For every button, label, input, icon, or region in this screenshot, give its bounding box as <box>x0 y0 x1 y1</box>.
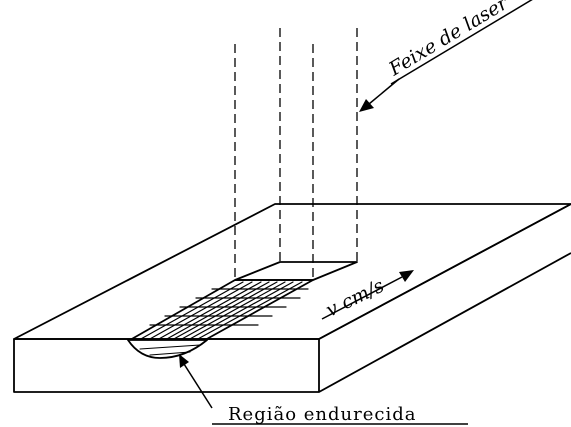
beam-spot <box>234 261 358 281</box>
laser-beam-arrow-shaft <box>368 78 400 105</box>
laser-beam <box>234 28 358 280</box>
hardened-region-leader <box>183 363 213 409</box>
velocity-arrow-shaft <box>321 276 403 320</box>
velocity-arrowhead <box>399 270 414 282</box>
hardened-region-label: Região endurecida <box>228 404 416 425</box>
hardened-region-callout: Região endurecida <box>179 354 468 425</box>
workpiece-block <box>13 203 571 393</box>
laser-beam-label: Feixe de laser <box>384 0 513 81</box>
hardened-track-hatching <box>138 281 309 341</box>
hardened-track <box>127 279 314 359</box>
laser-beam-arrowhead <box>359 99 374 112</box>
laser-beam-callout: Feixe de laser <box>359 0 533 112</box>
velocity-label: v cm/s <box>323 275 388 322</box>
hardened-region-arrowhead <box>179 354 189 368</box>
block-right-edge-bottom <box>318 252 571 393</box>
hardened-cross-section-hatching <box>139 344 201 356</box>
hardened-cross-section <box>127 339 208 359</box>
block-right-edge-top <box>318 203 571 340</box>
laser-beam-label-underline <box>390 0 533 85</box>
block-top-face <box>13 203 571 340</box>
